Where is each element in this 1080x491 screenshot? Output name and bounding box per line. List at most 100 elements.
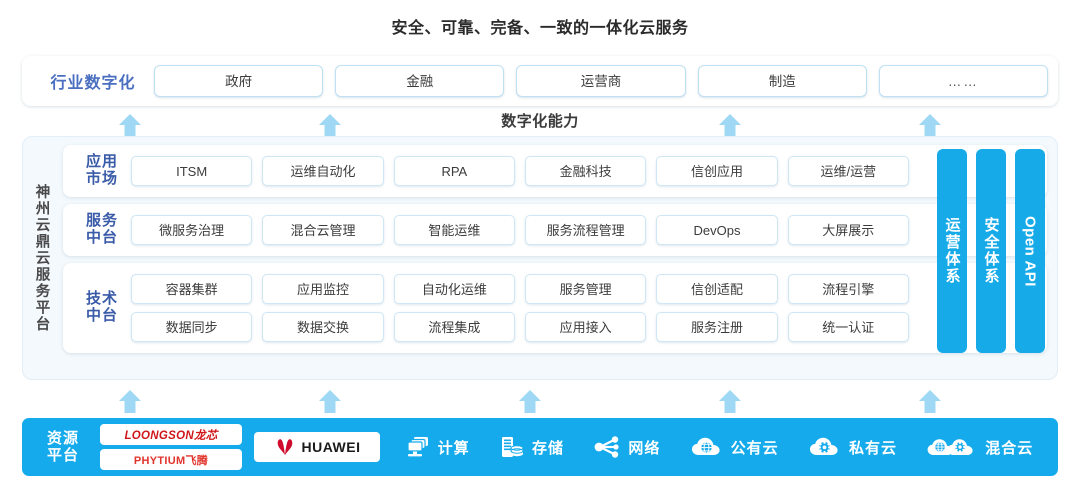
resource-item-label: 网络 (628, 439, 661, 457)
resource-item-private-cloud[interactable]: 私有云 (808, 435, 897, 459)
tile-app-monitoring[interactable]: 应用监控 (262, 274, 384, 304)
layer-service-midplatform: 服务 中台 微服务治理 混合云管理 智能运维 服务流程管理 DevOps 大屏展… (63, 204, 1047, 256)
vendor-logo-stack: LOONGSON龙芯 PHYTIUM飞腾 (100, 424, 242, 470)
compute-icon (407, 437, 428, 457)
resource-item-network[interactable]: 网络 (593, 435, 660, 459)
platform-vertical-label: 神州云鼎云服务平台 (33, 183, 50, 333)
resource-item-compute[interactable]: 计算 (405, 435, 470, 459)
huawei-logo: HUAWEI (254, 432, 380, 462)
layer-app-market-label: 应用 市场 (73, 153, 131, 188)
tile-app-access[interactable]: 应用接入 (524, 312, 647, 342)
up-arrow-icon (717, 112, 743, 138)
layer-tech-grid: 容器集群 应用监控 自动化运维 服务管理 信创适配 流程引擎 数据同步 数据交换… (131, 274, 909, 342)
tile-unified-auth[interactable]: 统一认证 (787, 312, 909, 342)
loongson-logo: LOONGSON龙芯 (100, 424, 242, 445)
up-arrow-icon (317, 388, 343, 414)
layer-app-market-grid: ITSM 运维自动化 RPA 金融科技 信创应用 运维/运营 (131, 156, 909, 186)
capability-caption: 数字化能力 (501, 113, 579, 130)
tile-itsm[interactable]: ITSM (131, 156, 253, 186)
tile-xinchuang-adaptation[interactable]: 信创适配 (656, 274, 778, 304)
tile-process-engine[interactable]: 流程引擎 (787, 274, 909, 304)
resource-item-label: 混合云 (985, 439, 1034, 457)
resource-platform-label: 资源 平台 (32, 430, 94, 465)
tile-hybrid-cloud-mgmt[interactable]: 混合云管理 (262, 215, 384, 245)
layer-row: ITSM 运维自动化 RPA 金融科技 信创应用 运维/运营 (131, 156, 909, 186)
resource-platform-bar: 资源 平台 LOONGSON龙芯 PHYTIUM飞腾 HUAWEI (22, 418, 1058, 476)
phytium-logo: PHYTIUM飞腾 (100, 449, 242, 470)
layer-app-market: 应用 市场 ITSM 运维自动化 RPA 金融科技 信创应用 运维/运营 (63, 145, 1047, 197)
resource-item-list: 计算 存储 (390, 435, 1048, 459)
tile-ops-operations[interactable]: 运维/运营 (787, 156, 909, 186)
up-arrow-icon (717, 388, 743, 414)
tile-container-cluster[interactable]: 容器集群 (131, 274, 253, 304)
layer-tech-label: 技术 中台 (73, 290, 131, 325)
vbar-label: 运营体系 (943, 217, 961, 285)
layer-label-line2: 市场 (85, 170, 118, 187)
tile-data-exchange[interactable]: 数据交换 (262, 312, 384, 342)
public-cloud-icon (691, 437, 720, 455)
tile-devops[interactable]: DevOps (656, 215, 778, 245)
vertical-bars: 运营体系 安全体系 Open API (937, 149, 1045, 353)
layer-row: 微服务治理 混合云管理 智能运维 服务流程管理 DevOps 大屏展示 (131, 215, 909, 245)
resource-label-line2: 平台 (46, 447, 79, 464)
vbar-label: Open API (1021, 215, 1039, 287)
industry-item-more[interactable]: …… (878, 65, 1049, 97)
layer-label-line2: 中台 (85, 307, 118, 324)
tile-microservice-governance[interactable]: 微服务治理 (131, 215, 253, 245)
page-title: 安全、可靠、完备、一致的一体化云服务 (391, 20, 689, 37)
resource-item-label: 计算 (437, 439, 470, 457)
tile-large-screen-display[interactable]: 大屏展示 (787, 215, 909, 245)
tile-xinchuang-app[interactable]: 信创应用 (656, 156, 778, 186)
tile-service-management[interactable]: 服务管理 (524, 274, 647, 304)
resource-item-hybrid-cloud[interactable]: 混合云 (926, 435, 1033, 459)
layer-label-line1: 应用 (85, 153, 118, 171)
tile-intelligent-ops[interactable]: 智能运维 (393, 215, 515, 245)
tile-data-sync[interactable]: 数据同步 (131, 312, 253, 342)
up-arrow-icon (917, 112, 943, 138)
resource-item-label: 公有云 (730, 439, 779, 457)
vbar-operations-system[interactable]: 运营体系 (937, 149, 967, 353)
tile-ops-automation[interactable]: 运维自动化 (262, 156, 384, 186)
layer-label-line2: 中台 (85, 229, 118, 246)
layer-label-line1: 服务 (85, 212, 118, 230)
platform-layers: 应用 市场 ITSM 运维自动化 RPA 金融科技 信创应用 运维/运营 (61, 137, 1057, 379)
vbar-open-api[interactable]: Open API (1015, 149, 1045, 353)
layer-tech-midplatform: 技术 中台 容器集群 应用监控 自动化运维 服务管理 信创适配 流程引擎 数据同… (63, 263, 1047, 353)
industry-items: 政府 金融 运营商 制造 …… (154, 65, 1049, 97)
cloud-service-platform-panel: 神州云鼎云服务平台 应用 市场 ITSM 运维自动化 RPA 金融科技 信创应用… (22, 136, 1058, 380)
resource-item-label: 私有云 (848, 439, 897, 457)
private-cloud-icon (809, 437, 838, 455)
resource-item-public-cloud[interactable]: 公有云 (690, 435, 779, 459)
industry-item-finance[interactable]: 金融 (335, 65, 505, 97)
tile-automated-ops[interactable]: 自动化运维 (393, 274, 515, 304)
industry-row: 行业数字化 政府 金融 运营商 制造 …… (22, 56, 1058, 106)
up-arrow-icon (117, 112, 143, 138)
industry-row-label: 行业数字化 (50, 75, 136, 92)
storage-icon (501, 437, 524, 457)
layer-row: 容器集群 应用监控 自动化运维 服务管理 信创适配 流程引擎 (131, 274, 909, 304)
network-icon (594, 436, 619, 458)
up-arrow-icon (917, 388, 943, 414)
layer-row: 数据同步 数据交换 流程集成 应用接入 服务注册 统一认证 (131, 312, 909, 342)
layer-label-line1: 技术 (85, 290, 118, 308)
huawei-flower-icon (277, 439, 292, 456)
resource-item-label: 存储 (531, 439, 564, 457)
up-arrow-icon (517, 388, 543, 414)
tile-process-integration[interactable]: 流程集成 (393, 312, 515, 342)
up-arrow-icon (117, 388, 143, 414)
industry-item-manufacturing[interactable]: 制造 (697, 65, 867, 97)
industry-item-government[interactable]: 政府 (154, 65, 324, 97)
tile-fintech[interactable]: 金融科技 (524, 156, 647, 186)
vbar-label: 安全体系 (982, 217, 1000, 285)
tile-service-registry[interactable]: 服务注册 (656, 312, 778, 342)
industry-item-operator[interactable]: 运营商 (516, 65, 686, 97)
resource-label-line1: 资源 (46, 429, 79, 447)
layer-service-label: 服务 中台 (73, 212, 131, 247)
vbar-security-system[interactable]: 安全体系 (976, 149, 1006, 353)
tile-rpa[interactable]: RPA (393, 156, 515, 186)
resource-item-storage[interactable]: 存储 (499, 435, 564, 459)
huawei-wordmark: HUAWEI (301, 439, 361, 455)
tile-service-process-mgmt[interactable]: 服务流程管理 (524, 215, 647, 245)
layer-service-grid: 微服务治理 混合云管理 智能运维 服务流程管理 DevOps 大屏展示 (131, 215, 909, 245)
